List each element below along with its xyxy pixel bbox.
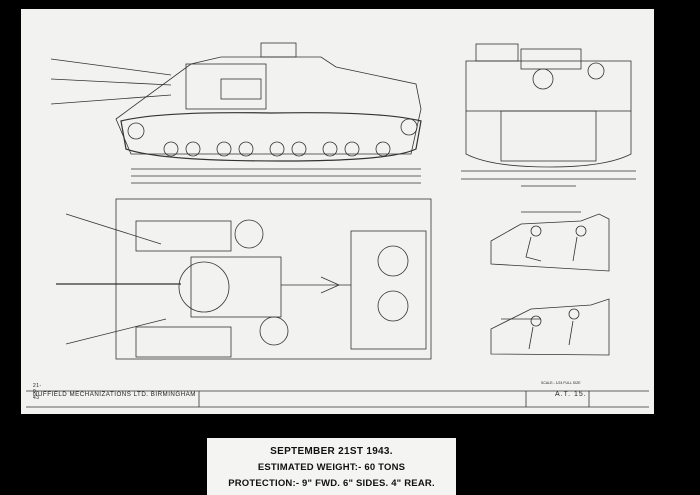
drawing-number: A.T. 15.	[555, 391, 587, 398]
front-elevation	[461, 43, 636, 187]
crew-section-upper	[490, 211, 610, 272]
drawing-scale: SCALE:- 1/24 FULL SIZE	[541, 381, 581, 385]
caption-weight: ESTIMATED WEIGHT:- 60 TONS	[257, 462, 406, 473]
drawing-date: 21-9-43	[33, 383, 42, 401]
crew-section-lower	[490, 298, 610, 356]
caption-card: SEPTEMBER 21ST 1943. ESTIMATED WEIGHT:- …	[207, 438, 456, 495]
drawing-sheet: 21-9-43 NUFFIELD MECHANIZATIONS LTD. BIR…	[21, 9, 654, 414]
plan-view	[56, 198, 432, 360]
tank-technical-drawing	[26, 42, 649, 408]
caption-protection: PROTECTION:- 9" FWD. 6" SIDES. 4" REAR.	[228, 478, 435, 489]
company-name: NUFFIELD MECHANIZATIONS LTD. BIRMINGHAM	[33, 391, 196, 398]
side-elevation	[50, 42, 422, 184]
caption-date: SEPTEMBER 21ST 1943.	[270, 446, 393, 457]
